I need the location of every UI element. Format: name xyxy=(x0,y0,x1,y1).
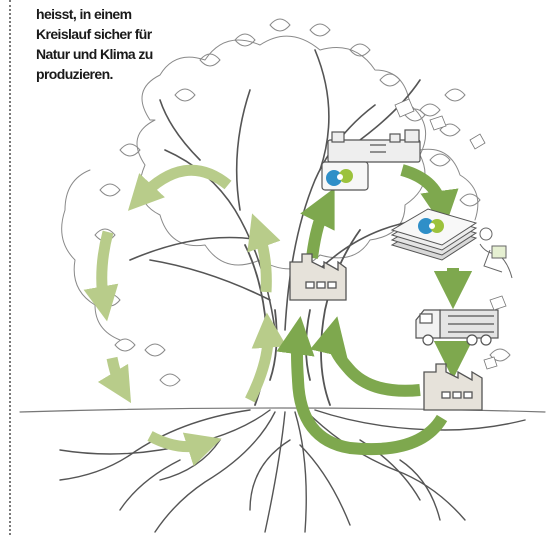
tree-roots xyxy=(59,409,526,533)
arrow-to-ground xyxy=(97,356,132,404)
arrow-factory-to-tree-inner xyxy=(309,316,421,397)
flying-papers xyxy=(394,98,507,370)
tree-branches xyxy=(129,49,421,331)
caption-line: Kreislauf sicher für xyxy=(36,26,152,42)
caption-line: Natur und Klima zu xyxy=(36,46,153,62)
caption-line: produzieren. xyxy=(36,66,113,82)
factory-icon xyxy=(423,363,483,411)
person-reading-icon xyxy=(479,227,513,279)
arrow-along-ground xyxy=(147,431,222,467)
factory-icon xyxy=(289,253,347,301)
arrow-canopy-left xyxy=(127,164,232,211)
printing-press-icon xyxy=(321,129,421,191)
arrow-falling-leaves xyxy=(83,230,119,322)
garbage-truck-icon xyxy=(415,309,499,346)
arrow-up-trunk xyxy=(245,312,287,403)
arrow-up-branch xyxy=(247,213,281,293)
arrow-factory-to-tree-outer xyxy=(276,315,448,456)
caption-text: heisst, in einem Kreislauf sicher für Na… xyxy=(36,4,211,84)
arrow-press-to-paper xyxy=(400,164,459,230)
dotted-margin-line xyxy=(9,0,11,535)
recycling-cycle-arrows xyxy=(276,164,473,456)
stack-of-papers-icon xyxy=(390,208,478,261)
caption-line: heisst, in einem xyxy=(36,6,132,22)
tree-canopy xyxy=(61,18,511,387)
recycling-logo-icon xyxy=(418,218,444,234)
natural-cycle-arrows xyxy=(83,164,287,467)
arrow-factory-to-press xyxy=(300,187,335,259)
